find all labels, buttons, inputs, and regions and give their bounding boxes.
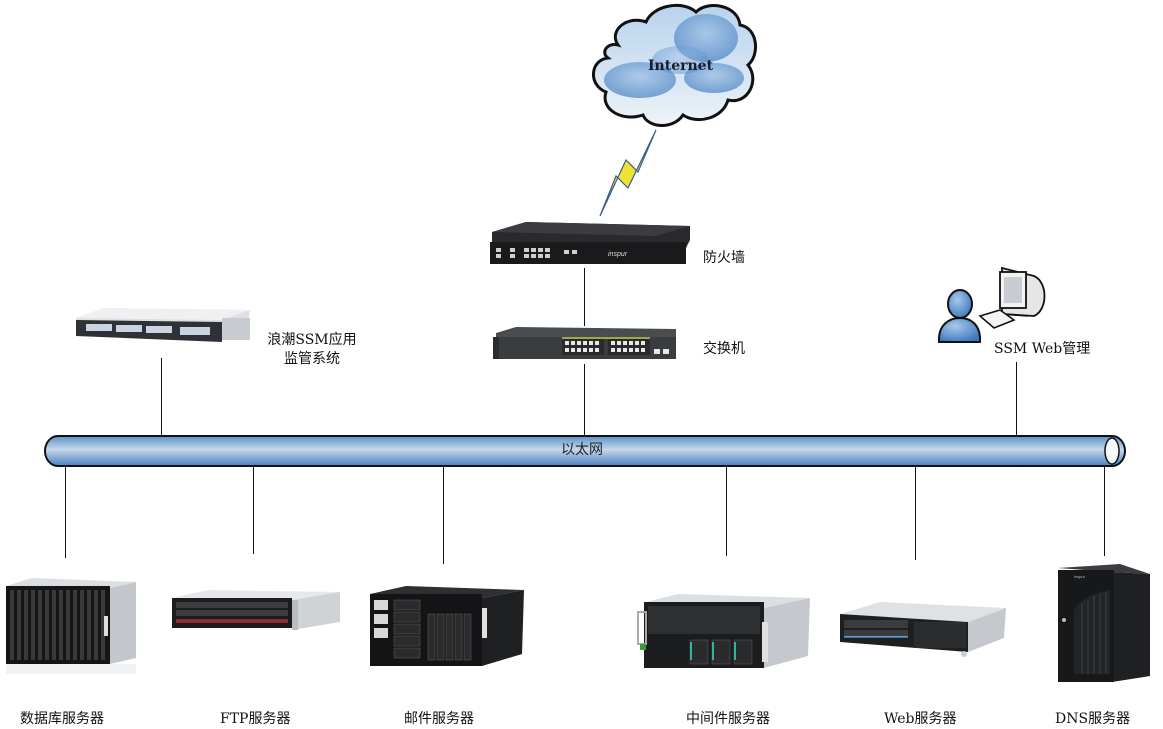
database-server-icon — [6, 578, 136, 674]
dns-server-icon: inspur — [1058, 564, 1150, 682]
svg-text:inspur: inspur — [1074, 574, 1086, 579]
user-icon — [937, 289, 982, 343]
ftp-server-label: FTP服务器 — [220, 711, 291, 727]
switch-label: 交换机 — [703, 341, 745, 357]
middleware-server-label: 中间件服务器 — [686, 711, 770, 727]
link-database-backbone — [65, 466, 66, 558]
database-server-label: 数据库服务器 — [20, 711, 104, 727]
link-ssm-web-backbone — [1016, 362, 1017, 436]
switch-device-icon — [493, 327, 676, 359]
link-ftp-backbone — [253, 466, 254, 554]
computer-icon — [978, 266, 1046, 329]
web-server-icon — [840, 602, 1006, 657]
link-switch-backbone — [584, 364, 585, 436]
mail-server-label: 邮件服务器 — [404, 711, 474, 727]
link-middleware-backbone — [726, 466, 727, 556]
web-server-label: Web服务器 — [884, 711, 957, 727]
middleware-server-icon — [637, 594, 810, 668]
link-firewall-switch — [584, 268, 585, 326]
ethernet-label: 以太网 — [561, 442, 603, 458]
firewall-device-icon: inspur — [490, 222, 690, 264]
lightning-bolt-icon — [599, 129, 657, 217]
link-dns-backbone — [1104, 466, 1105, 556]
mail-server-icon — [370, 586, 524, 666]
link-mail-backbone — [443, 466, 444, 564]
internet-cloud-icon — [592, 3, 757, 127]
svg-text:inspur: inspur — [608, 251, 628, 258]
ssm-monitor-label-line1: 浪潮SSM应用 — [267, 332, 357, 348]
ssm-monitor-server-icon — [76, 308, 250, 342]
ssm-web-label: SSM Web管理 — [994, 341, 1091, 357]
firewall-label: 防火墙 — [703, 250, 745, 266]
link-web-backbone — [915, 466, 916, 560]
ethernet-backbone-pipe — [44, 435, 1126, 467]
ftp-server-icon — [172, 590, 340, 630]
ssm-monitor-label-line2: 监管系统 — [284, 351, 340, 367]
dns-server-label: DNS服务器 — [1055, 711, 1131, 727]
link-ssm-monitor-backbone — [161, 358, 162, 436]
internet-label: Internet — [648, 58, 714, 74]
